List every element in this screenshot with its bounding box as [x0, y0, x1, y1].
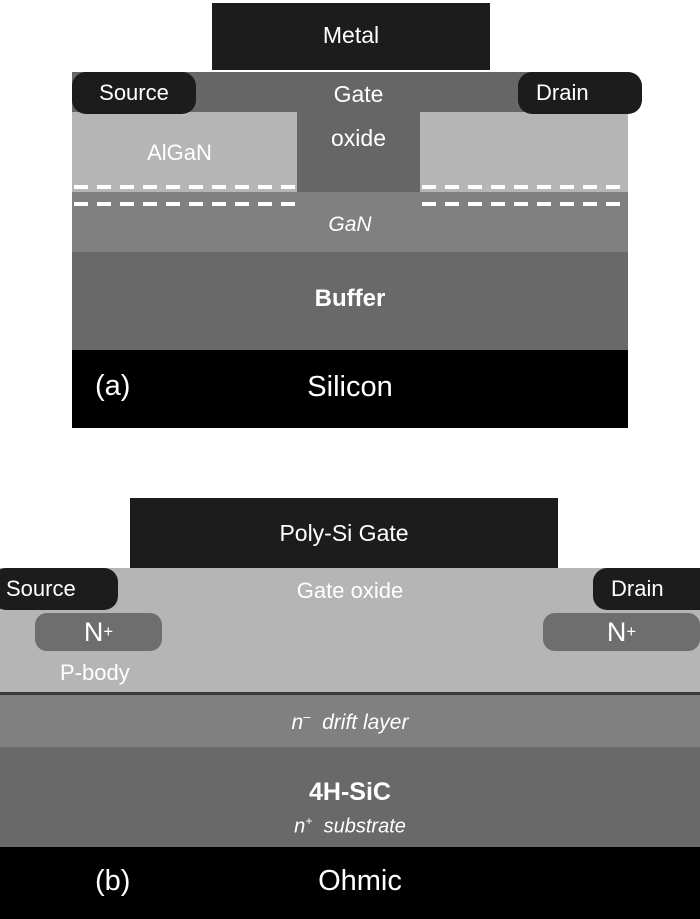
layer-ohmic-contact	[0, 847, 700, 919]
label-n-plus-substrate: n+ substrate	[0, 815, 700, 837]
label-silicon: Silicon	[307, 371, 393, 403]
region-n-plus-source: N+	[35, 613, 162, 651]
layer-sic-substrate	[0, 747, 700, 847]
label-n-drift-layer: n– drift layer	[0, 710, 700, 733]
layer-silicon	[72, 350, 628, 428]
layer-buffer	[72, 252, 628, 350]
label-gate-oxide-b: Gate oxide	[296, 578, 404, 603]
two-deg-dashed-line-upper-right	[422, 185, 627, 189]
figure-tag-a: (a)	[95, 370, 131, 402]
drift-n-symbol: n	[291, 711, 304, 734]
layer-n-drift	[0, 695, 700, 747]
two-deg-dashed-line-lower-left	[74, 202, 295, 206]
n-plus-source-sup: +	[103, 622, 114, 641]
label-ohmic: Ohmic	[318, 865, 402, 897]
layer-poly-si-gate	[130, 498, 558, 568]
label-oxide: oxide	[331, 125, 386, 151]
n-plus-source-text: N	[83, 616, 104, 647]
label-gan: GaN	[328, 213, 372, 236]
substrate-n-symbol: n	[294, 815, 306, 838]
label-algan: AlGaN	[147, 140, 212, 165]
substrate-plus-sup: +	[305, 814, 313, 828]
layer-algan-left	[72, 112, 297, 192]
n-plus-drain-sup: +	[626, 622, 637, 641]
terminal-source-a[interactable]: Source	[72, 72, 196, 114]
region-n-plus-drain: N+	[543, 613, 700, 651]
layer-gate-oxide-a	[297, 72, 420, 198]
substrate-text: substrate	[323, 815, 406, 838]
label-buffer: Buffer	[314, 285, 386, 312]
label-p-body: P-body	[60, 660, 130, 685]
label-gate: Gate	[333, 81, 384, 107]
figure-b-sic-mosfet: N+ N+ Poly-Si Gate Gate oxide P-body n– …	[0, 470, 700, 919]
layer-metal-a	[212, 3, 490, 70]
two-deg-dashed-line-upper-left	[74, 185, 295, 189]
p-body-boundary-line	[0, 692, 700, 695]
label-metal: Metal	[322, 22, 380, 48]
drift-layer-text: drift layer	[322, 711, 409, 734]
terminal-drain-b[interactable]: Drain	[593, 568, 700, 610]
terminal-drain-a[interactable]: Drain	[518, 72, 642, 114]
label-poly-si-gate: Poly-Si Gate	[279, 520, 409, 546]
drift-minus-sup: –	[303, 709, 311, 724]
two-deg-dashed-line-lower-right	[422, 202, 627, 206]
label-4h-sic: 4H-SiC	[309, 778, 391, 806]
layer-algan-right	[420, 112, 628, 192]
figure-a-gan-hemt: Metal Gate oxide AlGaN GaN Buffer Silico…	[0, 0, 700, 440]
figure-tag-b: (b)	[95, 865, 131, 897]
n-plus-drain-text: N	[606, 616, 627, 647]
terminal-source-b[interactable]: Source	[0, 568, 118, 610]
